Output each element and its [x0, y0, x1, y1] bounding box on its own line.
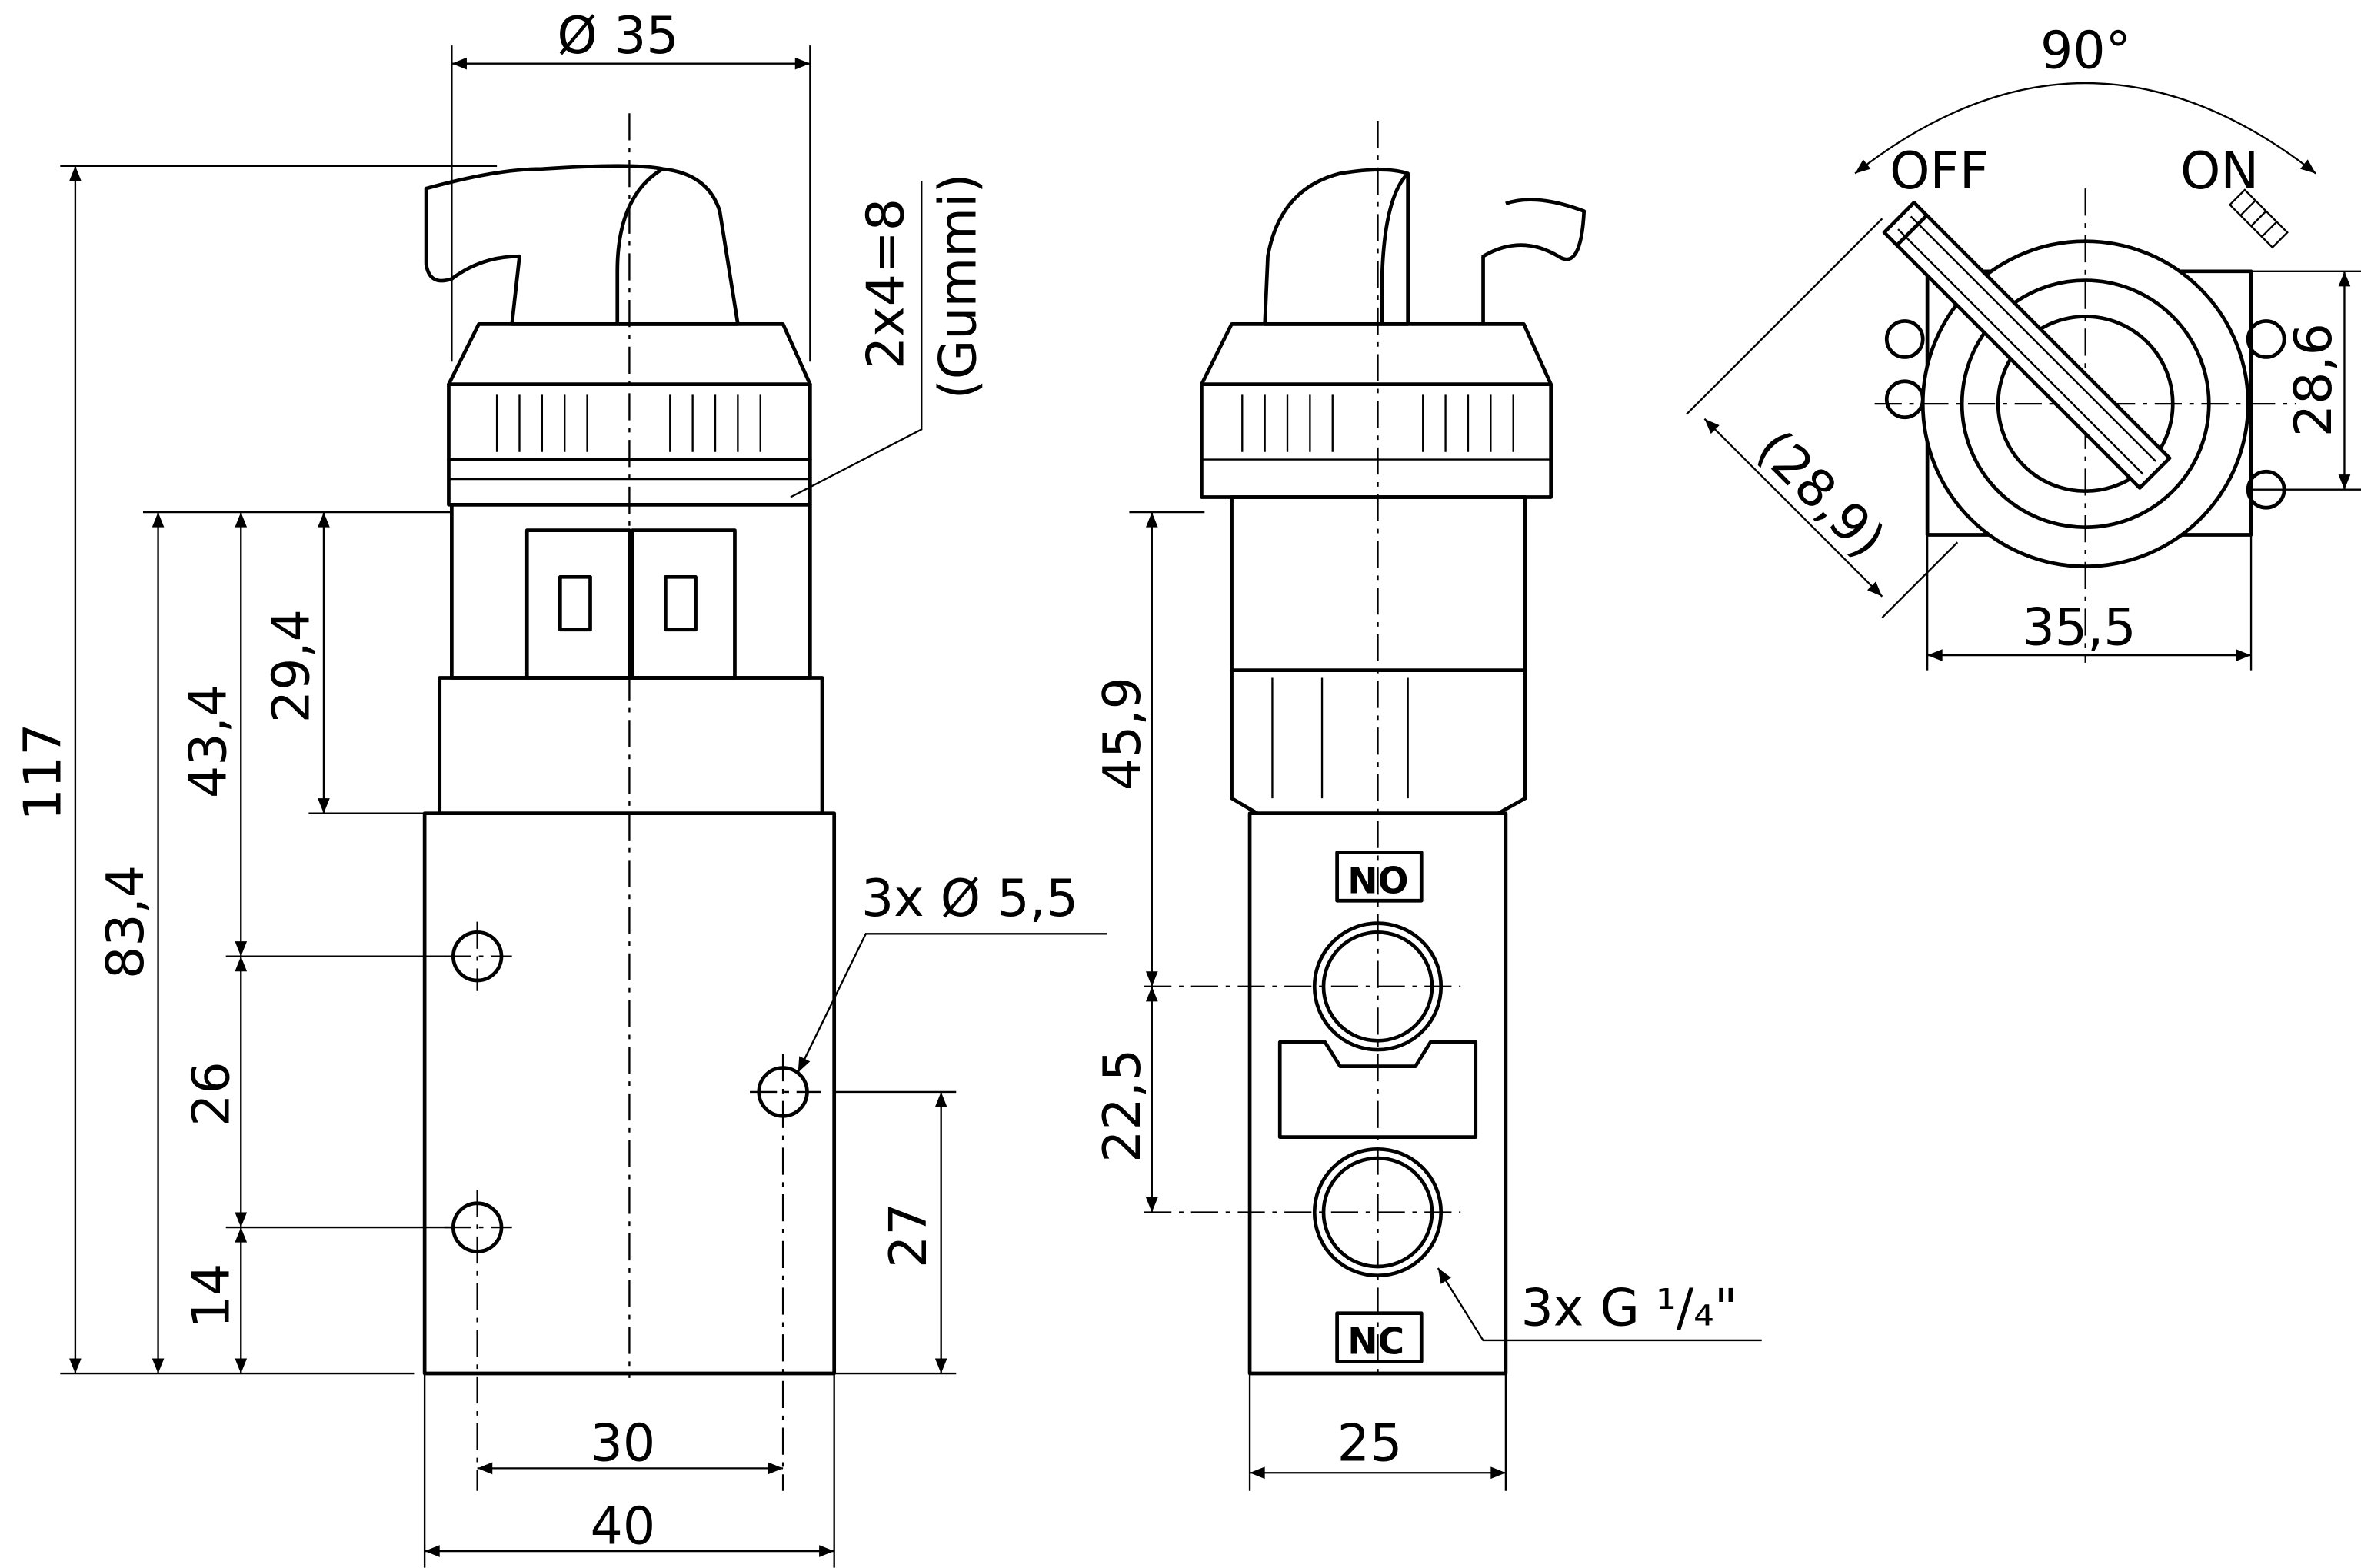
- dim-43-4: 43,4: [178, 684, 238, 798]
- dim-117: 117: [12, 723, 72, 821]
- gasket-label: 2x4=8: [856, 198, 916, 369]
- angle-label: 90°: [2040, 21, 2131, 81]
- dim-29-4: 29,4: [261, 609, 321, 723]
- dim-40: 40: [590, 1496, 655, 1556]
- port-no-label: NO: [1347, 860, 1408, 902]
- dim-27: 27: [878, 1203, 938, 1268]
- front-view: Ø 35 117 83,4 43,4 29,4 26 14 2x4=8 (Gum…: [12, 5, 1107, 1568]
- dim-26: 26: [181, 1061, 241, 1127]
- off-label: OFF: [1890, 141, 1989, 201]
- top-view: 90° OFF ON (28,9) 28,6 35,5: [1686, 21, 2361, 671]
- dim-28-6: 28,6: [2283, 323, 2343, 437]
- dim-diameter-35: Ø 35: [557, 5, 678, 65]
- dim-83-4: 83,4: [95, 865, 155, 979]
- dim-45-9: 45,9: [1092, 677, 1152, 791]
- ports-label: 3x G ¹/₄": [1520, 1277, 1737, 1337]
- dim-30: 30: [590, 1413, 655, 1473]
- side-view: NO NC 45,9 22,5 3x G ¹/₄" 25: [1092, 121, 1762, 1491]
- port-nc-label: NC: [1347, 1321, 1404, 1363]
- dim-35-5: 35,5: [2022, 597, 2136, 657]
- holes-label: 3x Ø 5,5: [861, 868, 1078, 928]
- dim-22-5: 22,5: [1092, 1049, 1152, 1163]
- dim-25: 25: [1337, 1413, 1403, 1473]
- gasket-material: (Gummi): [928, 173, 988, 399]
- dim-14: 14: [181, 1263, 241, 1329]
- dim-diagonal-28-9: (28,9): [1746, 418, 1897, 570]
